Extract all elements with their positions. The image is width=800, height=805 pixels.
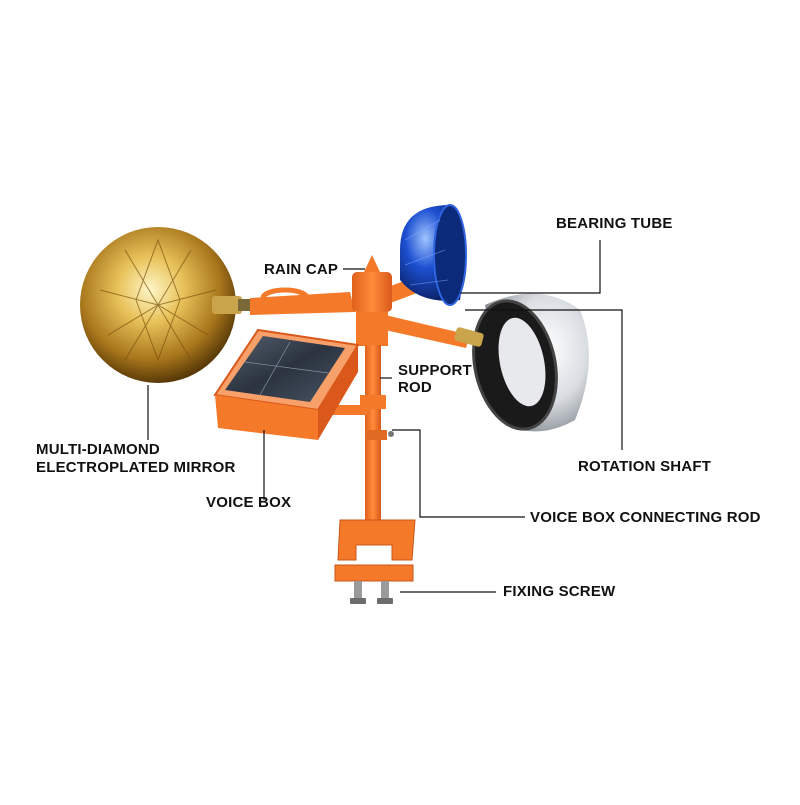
silver-mirror-cup <box>454 293 589 432</box>
leader-lines <box>147 240 623 593</box>
gold-mirror-ball <box>80 227 252 383</box>
center-hub <box>352 255 392 346</box>
label-voice-box-connecting-rod: VOICE BOX CONNECTING ROD <box>530 509 761 526</box>
label-bearing-tube: BEARING TUBE <box>556 215 673 232</box>
label-rotation-shaft: ROTATION SHAFT <box>578 458 712 475</box>
label-voice-box: VOICE BOX <box>206 494 292 511</box>
mounting-clamp <box>334 519 416 582</box>
label-mirror-line2: ELECTROPLATED MIRROR <box>36 459 236 476</box>
label-fixing-screw: FIXING SCREW <box>503 583 616 600</box>
leader-voice-box-rod <box>392 429 525 518</box>
label-support-rod-line2: ROD <box>398 379 432 396</box>
blue-mirror-cup <box>400 204 467 306</box>
label-mirror-line1: MULTI-DIAMOND <box>36 441 160 458</box>
leader-bearing-tube <box>460 240 601 294</box>
label-support-rod-line1: SUPPORT <box>398 362 472 379</box>
fixing-screws <box>350 581 393 604</box>
label-rain-cap: RAIN CAP <box>264 261 339 278</box>
voice-box <box>213 328 360 440</box>
support-rod <box>360 345 394 520</box>
leader-rotation-shaft <box>465 309 623 450</box>
